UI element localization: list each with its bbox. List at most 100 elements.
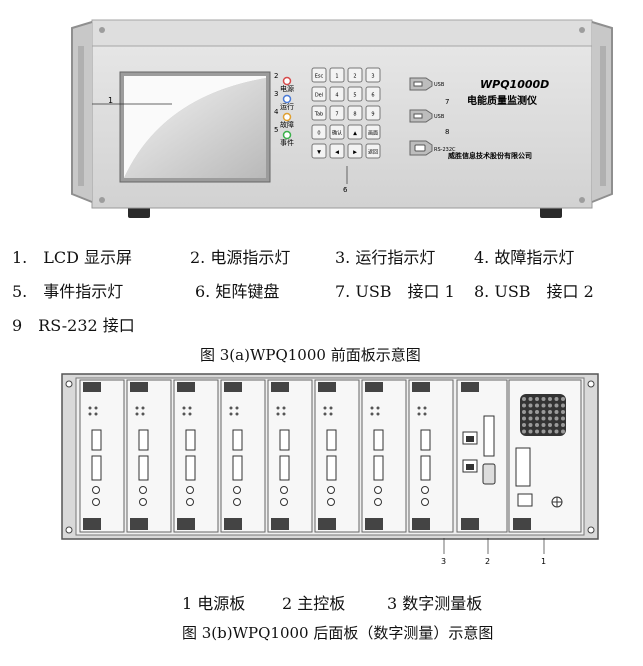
- rear-legend-main-control: 2 主控板: [282, 594, 346, 613]
- keypad-key-label: Del: [315, 93, 323, 99]
- legend-item-usb-2: 8. USB 接口 2: [474, 282, 594, 301]
- fault-led: [282, 112, 292, 122]
- product-name: 电能质量监测仪: [467, 94, 538, 107]
- keypad-key-label: 3: [371, 74, 374, 80]
- port-group: USB USB RS-232C 7 8: [409, 77, 456, 156]
- keypad-key-label: ▶: [353, 150, 357, 156]
- keypad-key[interactable]: 4: [329, 86, 345, 102]
- keypad-key-label: 4: [335, 93, 338, 99]
- rear-callout-2: 2: [485, 557, 490, 566]
- callout-3: 3: [274, 90, 278, 98]
- serial-port-icon: [482, 463, 496, 485]
- digital-measurement-board-slot: [408, 379, 454, 533]
- keypad-key-label: 确认: [332, 130, 342, 137]
- legend-item-power-led: 2. 电源指示灯: [190, 248, 291, 267]
- keypad-key-label: Esc: [315, 74, 324, 80]
- callout-4: 4: [274, 108, 279, 116]
- legend-item-keypad: 6. 矩阵键盘: [195, 282, 280, 301]
- port-label-usb-1: USB: [434, 82, 445, 88]
- keypad-key-label: ▼: [317, 150, 321, 156]
- digital-measurement-board-slot: [126, 379, 172, 533]
- keypad-key[interactable]: ◀: [329, 143, 345, 159]
- model-label: WPQ1000D: [480, 78, 549, 91]
- keypad-key[interactable]: ▲: [347, 124, 363, 140]
- keypad-key-label: 画面: [368, 131, 378, 137]
- keypad-key-label: 2: [353, 74, 356, 80]
- keypad-key[interactable]: ▶: [347, 143, 363, 159]
- callout-2: 2: [274, 72, 278, 80]
- rear-legend-power-board: 1 电源板: [182, 594, 246, 613]
- port-label-usb-2: USB: [434, 114, 445, 120]
- callout-7: 7: [445, 98, 449, 106]
- legend-item-event-led: 5. 事件指示灯: [12, 282, 124, 301]
- indicator-label-power: 电源: [280, 84, 294, 93]
- keypad-key[interactable]: 8: [347, 105, 363, 121]
- keypad-key[interactable]: 0: [311, 124, 327, 140]
- rear-panel-illustration: 3 2 1: [61, 373, 599, 566]
- event-led: [282, 130, 292, 140]
- callout-5: 5: [274, 126, 278, 134]
- legend-item-lcd: 1. LCD 显示屏: [12, 248, 133, 267]
- keypad-key-label: Tab: [314, 112, 323, 118]
- digital-measurement-board-slot: [173, 379, 219, 533]
- power-switch-icon: [517, 493, 533, 507]
- keypad-key[interactable]: 3: [365, 67, 381, 83]
- power-terminal-icon: [515, 447, 531, 487]
- company-name: 威胜信息技术股份有限公司: [448, 151, 532, 160]
- left-foot: [128, 206, 150, 218]
- right-foot: [540, 206, 562, 218]
- indicator-group: 电源 运行 故障 事件 2 3 4 5: [274, 72, 294, 147]
- digital-measurement-board-slot: [314, 379, 360, 533]
- rear-callout-1: 1: [541, 557, 546, 566]
- port-label-rs232: RS-232C: [434, 147, 456, 153]
- keypad-key[interactable]: Del: [311, 86, 327, 102]
- keypad-key-label: 9: [371, 112, 374, 118]
- rear-caption: 图 3(b)WPQ1000 后面板（数字测量）示意图: [182, 624, 494, 642]
- callout-6: 6: [343, 186, 348, 194]
- keypad-key[interactable]: 画面: [365, 124, 381, 140]
- keypad-key[interactable]: 1: [329, 67, 345, 83]
- keypad-key-label: 返回: [368, 149, 378, 156]
- lcd-curve: [124, 78, 266, 178]
- digital-measurement-board-slot: [361, 379, 407, 533]
- digital-measurement-board-slot: [79, 379, 125, 533]
- indicator-label-fault: 故障: [280, 120, 294, 129]
- callout-8: 8: [445, 128, 449, 136]
- main-control-board: [456, 379, 508, 533]
- indicator-label-run: 运行: [280, 102, 294, 111]
- keypad-key[interactable]: 确认: [329, 124, 345, 140]
- keypad-key[interactable]: 6: [365, 86, 381, 102]
- keypad-key-label: 7: [335, 112, 338, 118]
- keypad-key-label: 0: [317, 131, 320, 137]
- legend-item-fault-led: 4. 故障指示灯: [474, 248, 575, 267]
- power-board: [508, 379, 582, 533]
- keypad-key-label: 1: [335, 74, 338, 80]
- legend-item-run-led: 3. 运行指示灯: [335, 248, 436, 267]
- front-caption: 图 3(a)WPQ1000 前面板示意图: [200, 346, 421, 364]
- keypad-key-label: ▲: [353, 131, 357, 137]
- keypad-key-label: 8: [353, 112, 356, 118]
- keypad-key[interactable]: 5: [347, 86, 363, 102]
- front-top-strip: [91, 19, 593, 47]
- keypad-key[interactable]: Esc: [311, 67, 327, 83]
- keypad-key[interactable]: 9: [365, 105, 381, 121]
- power-led: [282, 76, 292, 86]
- keypad-key[interactable]: 7: [329, 105, 345, 121]
- callout-1: 1: [108, 96, 113, 105]
- keypad-key[interactable]: 2: [347, 67, 363, 83]
- legend-item-rs232: 9 RS-232 接口: [12, 316, 135, 335]
- keypad-key[interactable]: ▼: [311, 143, 327, 159]
- keypad-key-label: ◀: [335, 150, 339, 156]
- legend-item-usb-1: 7. USB 接口 1: [335, 282, 455, 301]
- keypad-key[interactable]: Tab: [311, 105, 327, 121]
- digital-measurement-board-slot: [267, 379, 313, 533]
- keypad-key-label: 5: [353, 93, 356, 99]
- run-led: [282, 94, 292, 104]
- rear-callout-3: 3: [441, 557, 446, 566]
- keypad-key[interactable]: 返回: [365, 143, 381, 159]
- terminal-block-icon: [483, 415, 495, 457]
- measurement-slots: [79, 379, 454, 533]
- rear-legend-measurement: 3 数字测量板: [387, 594, 483, 613]
